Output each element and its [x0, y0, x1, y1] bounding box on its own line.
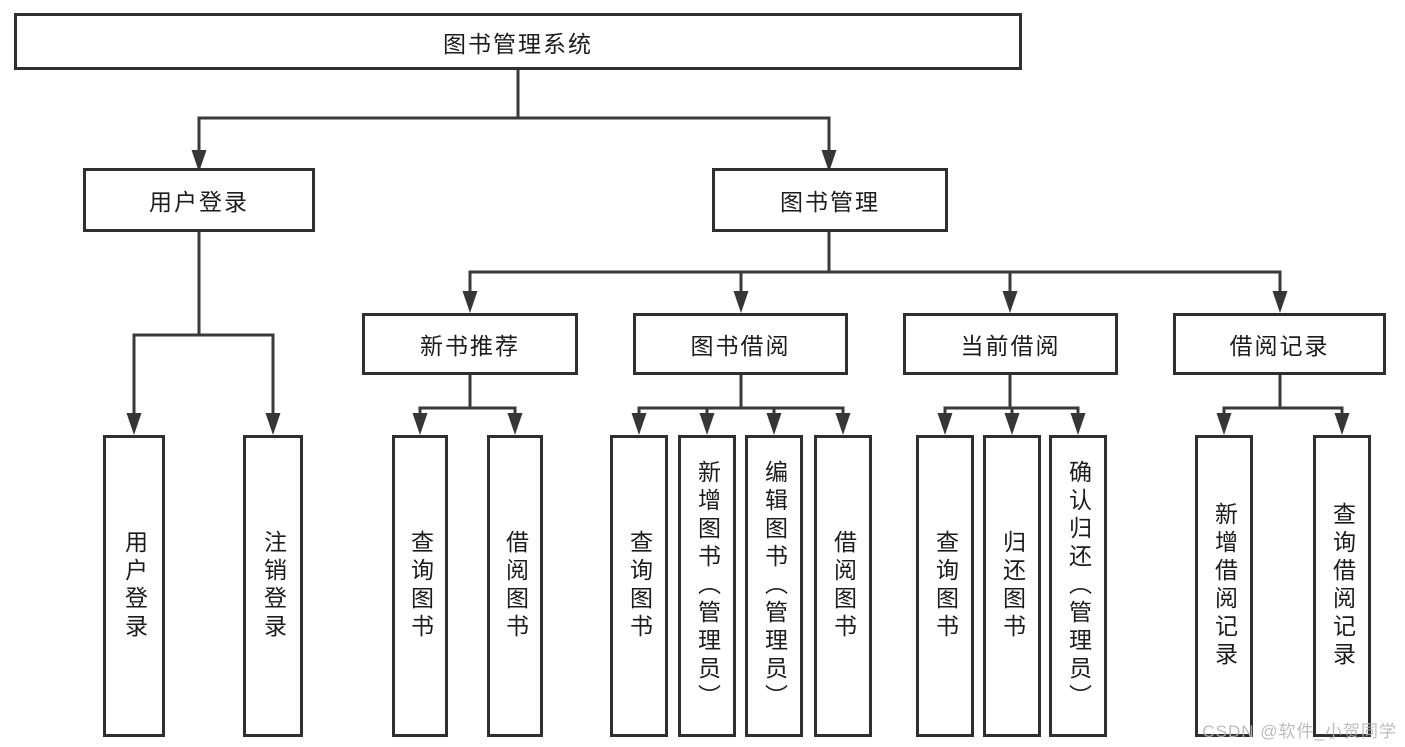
- arrowheads: [126, 150, 1350, 435]
- leaf-confirm-return-admin-label: 确认归还（管理员）: [1065, 460, 1092, 712]
- leaf-logout-label: 注销登录: [260, 530, 287, 642]
- node-borrow-records: 借阅记录: [1173, 313, 1386, 375]
- leaf-add-borrow-record: 新增借阅记录: [1195, 435, 1253, 737]
- leaf-query-borrow-record: 查询借阅记录: [1313, 435, 1371, 737]
- node-new-book-recommend-label: 新书推荐: [420, 333, 520, 359]
- node-current-borrow: 当前借阅: [903, 313, 1118, 375]
- leaf-query-borrow-record-label: 查询借阅记录: [1329, 502, 1356, 670]
- leaf-add-books-admin: 新增图书（管理员）: [678, 435, 736, 737]
- leaf-edit-books-admin-label: 编辑图书（管理员）: [761, 460, 788, 712]
- leaf-current-query-books: 查询图书: [916, 435, 974, 737]
- leaf-user-login: 用户登录: [103, 435, 165, 737]
- node-user-login-label: 用户登录: [149, 189, 249, 215]
- leaf-current-query-books-label: 查询图书: [932, 530, 959, 642]
- node-borrow-records-label: 借阅记录: [1229, 333, 1330, 359]
- leaf-borrow-books-label: 借阅图书: [830, 530, 857, 642]
- leaf-add-books-admin-label: 新增图书（管理员）: [694, 460, 721, 712]
- leaf-borrow-books: 借阅图书: [814, 435, 872, 737]
- leaf-borrow-query-books: 查询图书: [610, 435, 668, 737]
- leaf-add-borrow-record-label: 新增借阅记录: [1211, 502, 1238, 670]
- leaf-recommend-query-books-label: 查询图书: [407, 530, 434, 642]
- node-book-borrow: 图书借阅: [633, 313, 848, 375]
- node-book-borrow-label: 图书借阅: [690, 333, 791, 359]
- leaf-borrow-query-books-label: 查询图书: [626, 530, 653, 642]
- node-user-login: 用户登录: [83, 168, 315, 232]
- node-book-management-label: 图书管理: [780, 189, 880, 215]
- leaf-logout: 注销登录: [243, 435, 303, 737]
- csdn-watermark: CSDN @软件_小贺同学: [1202, 722, 1397, 741]
- leaf-confirm-return-admin: 确认归还（管理员）: [1049, 435, 1107, 737]
- node-current-borrow-label: 当前借阅: [960, 333, 1061, 359]
- node-root-system-label: 图书管理系统: [443, 30, 593, 57]
- leaf-recommend-borrow-books-label: 借阅图书: [502, 530, 529, 642]
- node-root-system: 图书管理系统: [14, 13, 1022, 70]
- leaf-user-login-label: 用户登录: [121, 530, 148, 642]
- leaf-recommend-borrow-books: 借阅图书: [487, 435, 543, 737]
- node-book-management: 图书管理: [712, 168, 948, 232]
- leaf-edit-books-admin: 编辑图书（管理员）: [745, 435, 803, 737]
- leaf-return-books-label: 归还图书: [999, 530, 1026, 642]
- leaf-recommend-query-books: 查询图书: [392, 435, 448, 737]
- node-new-book-recommend: 新书推荐: [362, 313, 578, 375]
- leaf-return-books: 归还图书: [983, 435, 1041, 737]
